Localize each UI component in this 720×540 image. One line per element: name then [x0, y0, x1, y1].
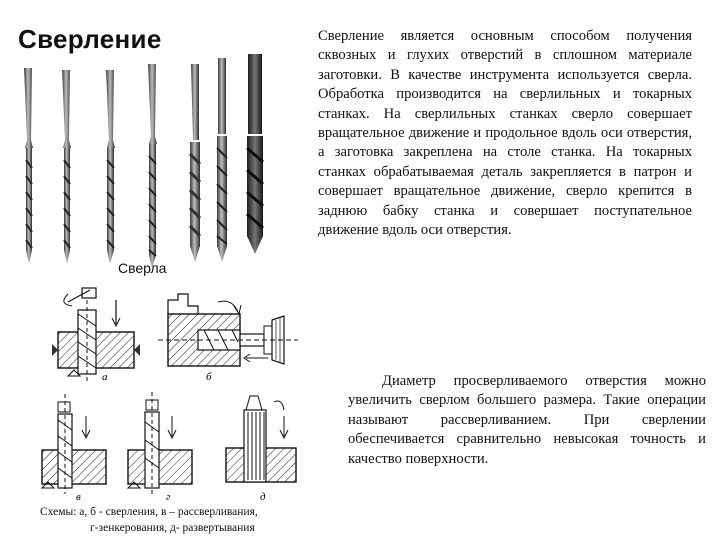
- drill-2: [62, 70, 71, 264]
- drill-5: [188, 64, 202, 262]
- scheme-label-v: в: [76, 491, 81, 503]
- scheme-label-a: а: [102, 371, 108, 383]
- scheme-label-d: д: [260, 491, 266, 503]
- scheme-a: а: [52, 287, 140, 384]
- drilling-schemes-diagram: а б в г: [40, 287, 298, 503]
- schemes-caption-line-2: г-зенкерования, д- развертывания: [90, 522, 255, 534]
- page-title: Сверление: [18, 24, 162, 54]
- drill-6: [216, 58, 228, 262]
- schemes-caption-line-1: Схемы: а, б - сверления, в – рассверлива…: [40, 506, 258, 518]
- schemes-caption: Схемы: а, б - сверления, в – рассверлива…: [40, 504, 340, 536]
- scheme-label-b: б: [206, 371, 212, 383]
- scheme-b: б: [158, 293, 298, 383]
- drills-caption: Сверла: [118, 260, 167, 276]
- scheme-label-g: г: [166, 491, 171, 503]
- scheme-v: в: [40, 394, 107, 503]
- drill-4: [148, 64, 157, 268]
- drill-1: [24, 68, 33, 264]
- drill-3: [106, 70, 115, 264]
- scheme-g: г: [126, 392, 193, 503]
- drill-7: [246, 54, 264, 254]
- description-paragraph-2: Диаметр просверливаемого отверстия можно…: [348, 373, 706, 467]
- description-paragraph-1: Сверление является основным способом пол…: [318, 28, 692, 239]
- drills-photo: [24, 54, 264, 268]
- scheme-d: д: [225, 395, 297, 503]
